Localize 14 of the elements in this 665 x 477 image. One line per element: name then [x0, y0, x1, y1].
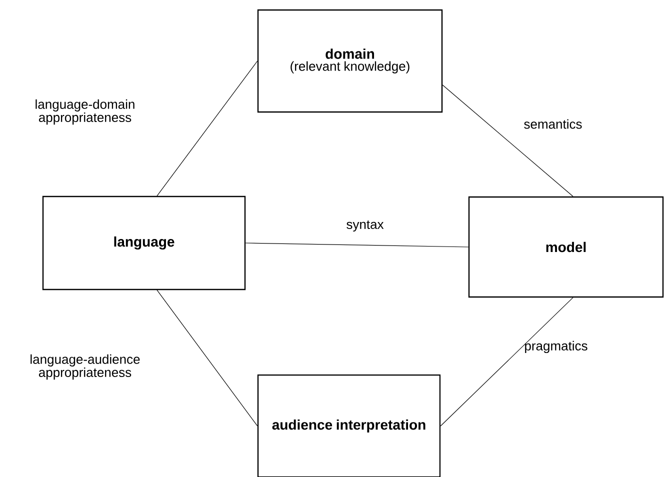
- concept-box: model: [468, 196, 664, 298]
- connector-line: [156, 290, 258, 426]
- connector-line: [245, 242, 469, 248]
- concept-box: audience interpretation: [257, 374, 441, 477]
- concept-box: domain (relevant knowledge): [257, 9, 443, 113]
- edge-label: syntax: [346, 220, 384, 232]
- connector-line: [156, 60, 258, 196]
- concept-box: language: [42, 196, 246, 290]
- edge-label: pragmatics: [525, 340, 588, 354]
- edge-label: semantics: [524, 119, 582, 129]
- connector-line: [440, 297, 574, 426]
- edge-label: language-domain appropriateness: [36, 99, 134, 125]
- connector-line: [442, 84, 574, 197]
- edge-label: language-audience appropriateness: [30, 354, 140, 380]
